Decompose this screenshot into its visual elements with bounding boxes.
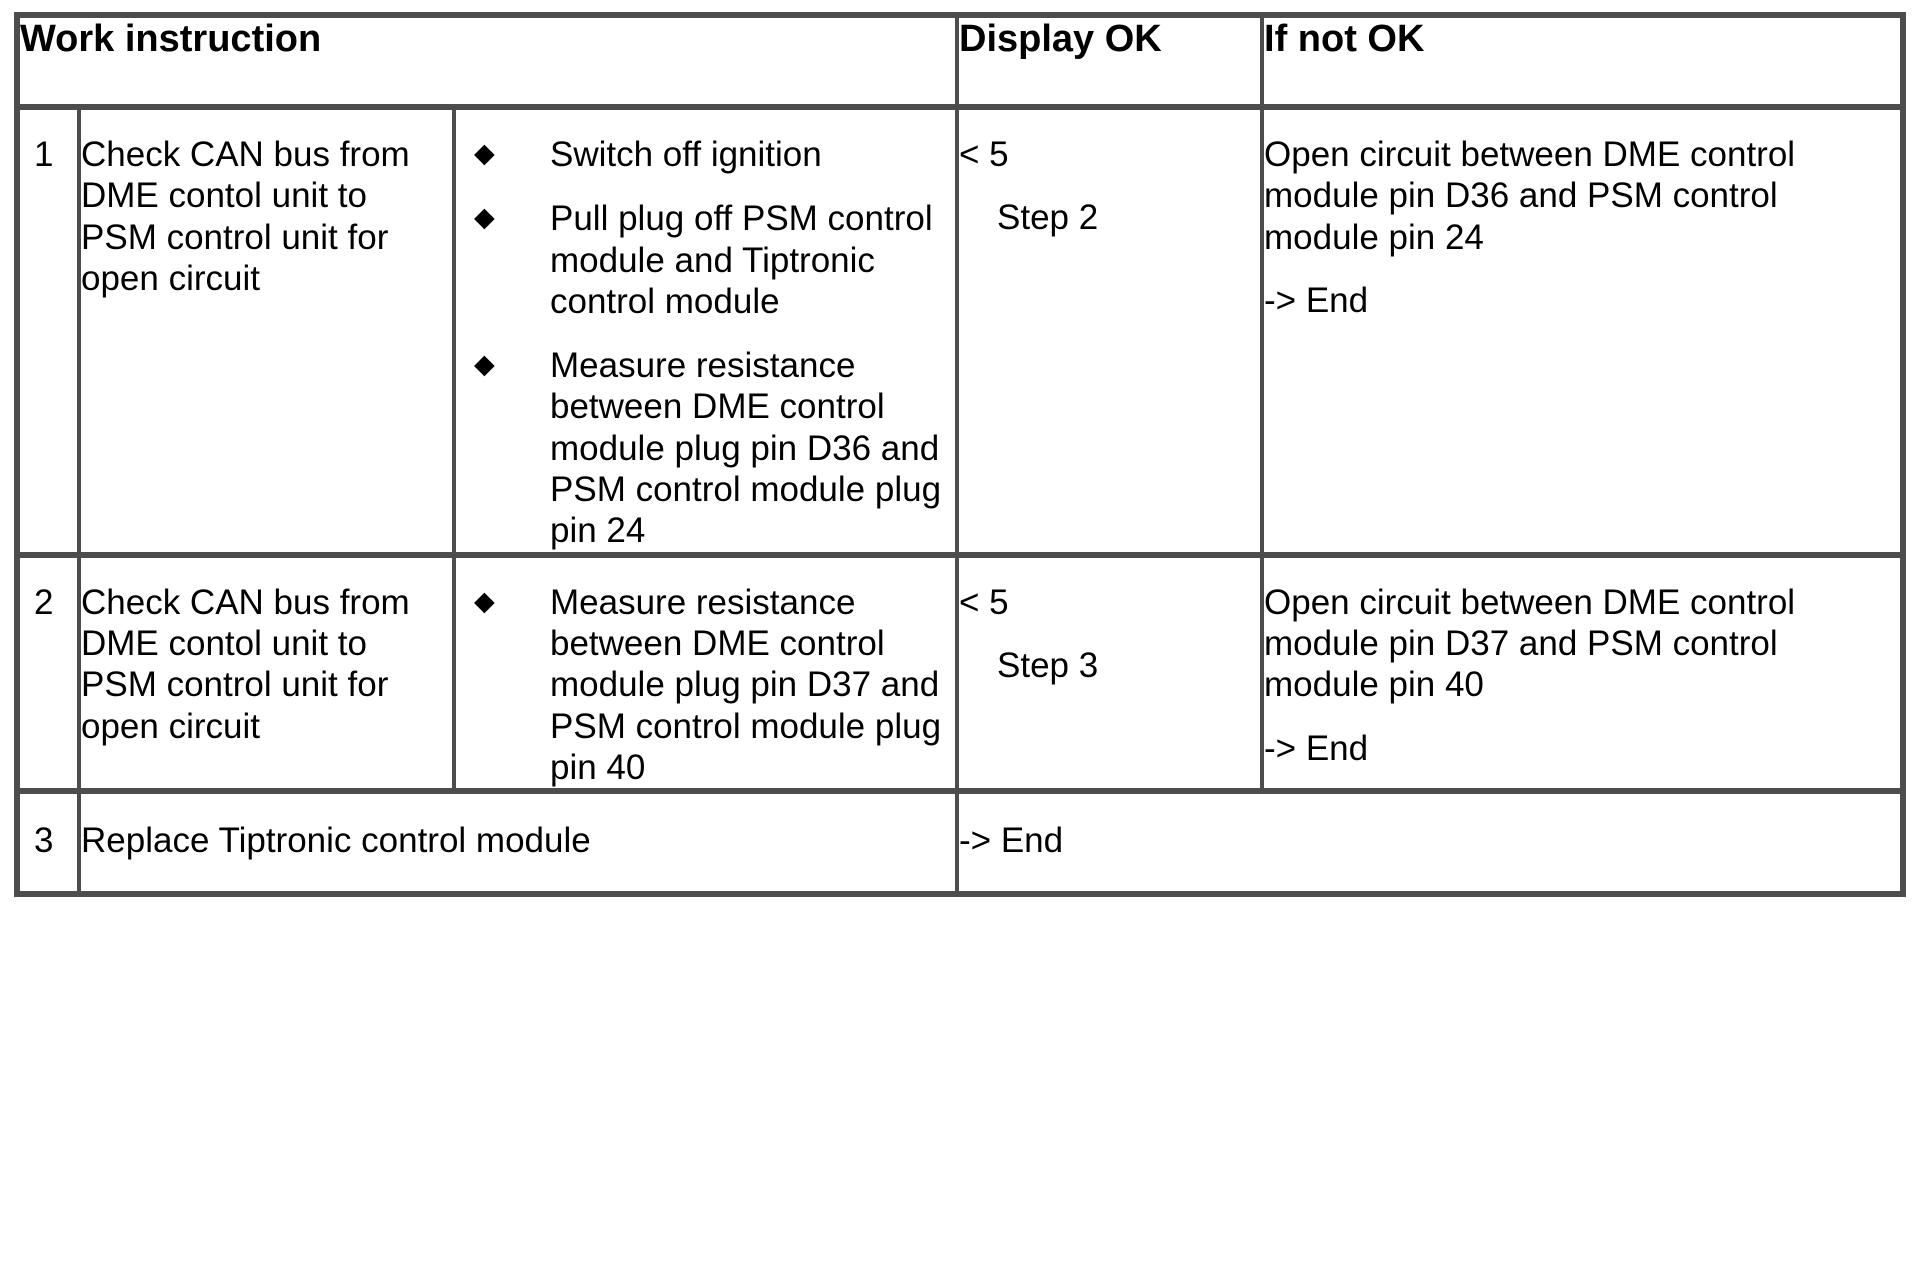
table-row: 2 Check CAN bus from DME contol unit to …: [14, 554, 1907, 795]
row-display-ok-cell: < 5 Step 2: [955, 107, 1263, 558]
list-item-label: Measure resistance between DME control m…: [550, 346, 942, 551]
bullet-list: ◆ Measure resistance between DME control…: [456, 582, 955, 788]
row-step-number: 3: [14, 791, 79, 898]
list-item-label: Pull plug off PSM control module and Tip…: [550, 199, 933, 321]
row-display-ok-cell: -> End: [955, 791, 1907, 898]
table-header-row: Work instruction Display OK If not OK: [13, 12, 1907, 110]
row-bullet-cell: ◆ Switch off ignition ◆ Pull plug off PS…: [451, 107, 958, 558]
bullet-list: ◆ Switch off ignition ◆ Pull plug off PS…: [456, 134, 955, 552]
diamond-bullet-icon: ◆: [474, 202, 495, 233]
list-item-label: Measure resistance between DME control m…: [550, 582, 942, 787]
display-ok-next-step: Step 2: [997, 198, 1099, 238]
header-if-not-ok: If not OK: [1260, 12, 1907, 110]
diamond-bullet-icon: ◆: [474, 349, 495, 380]
row-bullet-cell: ◆ Measure resistance between DME control…: [451, 554, 958, 795]
display-ok-next-step: Step 3: [997, 645, 1099, 685]
row-description: Replace Tiptronic control module: [76, 791, 958, 898]
display-ok-value: < 5: [959, 135, 1009, 174]
list-item: ◆ Switch off ignition: [456, 134, 955, 175]
work-instruction-table: Work instruction Display OK If not OK 1 …: [13, 12, 1907, 898]
row-step-number: 1: [14, 107, 79, 558]
diamond-bullet-icon: ◆: [474, 138, 495, 168]
display-ok-value: < 5: [959, 582, 1009, 622]
list-item: ◆ Measure resistance between DME control…: [456, 582, 955, 788]
row-if-not-ok-cell: Open circuit between DME control module …: [1260, 554, 1907, 795]
row-description: Check CAN bus from DME contol unit to PS…: [77, 107, 454, 558]
list-item: ◆ Pull plug off PSM control module and T…: [456, 198, 955, 322]
row-description: Check CAN bus from DME contol unit to PS…: [77, 554, 454, 795]
diamond-bullet-icon: ◆: [474, 585, 495, 616]
row-if-not-ok-cell: Open circuit between DME control module …: [1260, 107, 1907, 558]
if-not-ok-end: -> End: [1264, 280, 1369, 320]
table-row: 1 Check CAN bus from DME contol unit to …: [14, 107, 1907, 558]
if-not-ok-end: -> End: [1264, 728, 1369, 768]
row-display-ok-cell: < 5 Step 3: [955, 554, 1263, 795]
header-work-instruction: Work instruction: [13, 12, 958, 110]
list-item-label: Switch off ignition: [550, 135, 822, 174]
list-item: ◆ Measure resistance between DME control…: [456, 345, 955, 551]
row-step-number: 2: [14, 554, 79, 795]
if-not-ok-text: Open circuit between DME control module …: [1264, 135, 1796, 257]
if-not-ok-text: Open circuit between DME control module …: [1264, 582, 1796, 705]
table-row: 3 Replace Tiptronic control module -> En…: [14, 791, 1907, 898]
header-display-ok: Display OK: [955, 12, 1263, 110]
